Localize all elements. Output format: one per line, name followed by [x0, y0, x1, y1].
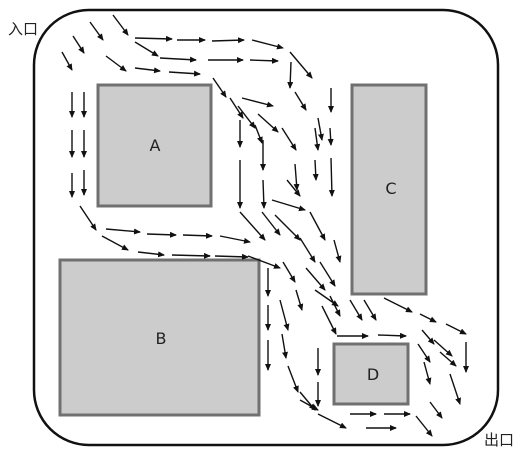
flow-arrow [254, 124, 263, 144]
flow-arrow [377, 332, 407, 339]
flow-arrow [134, 67, 161, 74]
flow-arrow [295, 289, 304, 311]
flow-arrow [433, 339, 453, 357]
flow-arrow [294, 91, 307, 111]
flow-arrow [271, 199, 306, 212]
flow-arrow [182, 232, 213, 239]
flow-arrow [312, 159, 319, 181]
flow-arrow [281, 127, 297, 151]
flow-arrow [212, 77, 227, 98]
obstacle-a-label: A [150, 136, 161, 155]
flow-arrow [134, 41, 159, 57]
flow-arrow [329, 295, 341, 317]
flow-arrow [219, 235, 251, 244]
flow-arrow [281, 333, 288, 359]
flow-arrow [112, 14, 129, 36]
flow-arrow [333, 239, 342, 263]
flow-arrow [309, 211, 326, 241]
flow-arrow [214, 253, 249, 260]
flow-arrow [449, 373, 461, 405]
flow-arrow [137, 251, 165, 258]
flow-arrow [237, 105, 256, 129]
flow-arrow [286, 179, 301, 197]
entrance-label: 入口 [8, 20, 38, 38]
area-boundary [32, 8, 500, 447]
obstacle-b-label: B [156, 329, 167, 348]
flow-arrow [299, 399, 319, 411]
flow-arrow [211, 37, 245, 44]
flow-arrow [89, 21, 104, 41]
flow-arrow [349, 299, 363, 321]
obstacle-b [58, 258, 261, 417]
obstacle-c-label: C [385, 179, 396, 198]
flow-arrow [159, 56, 197, 63]
flow-arrow [305, 267, 326, 291]
flow-arrow [247, 255, 281, 269]
flow-arrow [279, 299, 290, 331]
flow-arrow [439, 351, 457, 367]
flow-arrow [282, 261, 296, 283]
flow-arrow [241, 97, 274, 108]
flow-arrow [274, 214, 301, 241]
obstacle-c [350, 83, 428, 296]
flow-arrow [319, 261, 336, 287]
obstacle-d-label: D [367, 365, 379, 384]
flow-arrow [415, 415, 433, 437]
flow-arrow [417, 343, 431, 363]
flow-arrow [61, 51, 73, 71]
flow-arrows [61, 14, 469, 437]
flow-arrow [105, 55, 127, 72]
flow-arrow [134, 35, 173, 42]
flow-arrow [383, 297, 413, 313]
flow-arrow [79, 205, 97, 231]
flow-arrow [429, 401, 443, 419]
flow-arrow [317, 117, 324, 141]
flow-arrow [287, 365, 299, 393]
flow-arrow [289, 51, 313, 79]
flow-arrow [249, 57, 279, 64]
flow-arrow [257, 113, 279, 133]
flow-arrow [327, 127, 334, 146]
flow-arrow [445, 323, 467, 335]
flow-arrow [171, 252, 211, 259]
flow-arrow [299, 237, 316, 263]
flow-arrow [293, 163, 300, 191]
flow-arrow [287, 61, 294, 89]
flow-arrow [321, 305, 337, 335]
obstacle-a [96, 83, 213, 208]
flow-arrow [72, 35, 85, 54]
exit-label: 出口 [484, 431, 514, 449]
flow-arrow [101, 235, 129, 251]
flow-arrow [317, 413, 347, 429]
flow-arrow [419, 313, 437, 323]
obstacle-d [332, 342, 410, 406]
flow-arrow [146, 231, 177, 238]
flow-arrow [328, 157, 335, 197]
flow-arrow [239, 211, 266, 241]
flow-arrow [421, 329, 435, 345]
flow-arrow [168, 70, 201, 77]
flow-arrow [314, 289, 339, 307]
flow-arrow [363, 299, 377, 321]
flow-arrow [260, 179, 267, 209]
flow-arrow [105, 228, 141, 235]
flow-arrow [229, 97, 244, 119]
flow-arrow [251, 39, 284, 50]
flow-arrow [261, 211, 281, 236]
flow-arrow [423, 361, 432, 385]
flow-arrow [314, 127, 321, 151]
